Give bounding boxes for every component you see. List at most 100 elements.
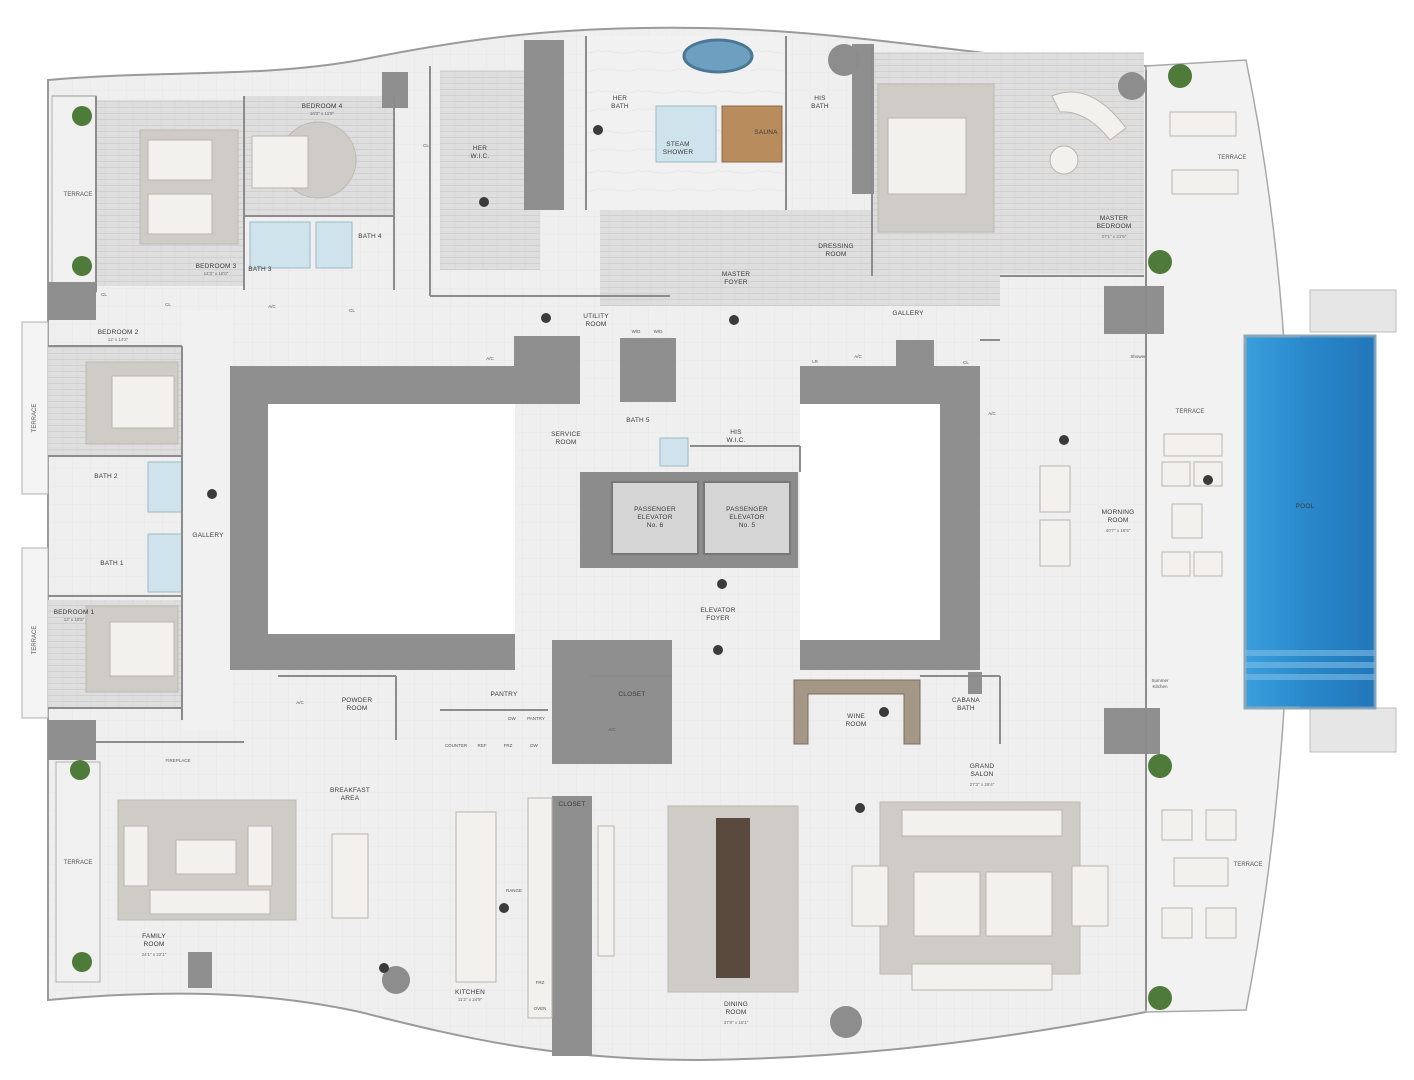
pantry-item-counter: COUNTER	[445, 743, 468, 748]
bedroom2-dim: 12' x 14'2"	[108, 337, 129, 342]
bedroom3-dim: 14'3" x 18'0"	[204, 271, 229, 276]
partitions	[48, 36, 1147, 1010]
bedroom4-label: BEDROOM 4	[302, 103, 343, 110]
gallery-top-label: GALLERY	[892, 310, 924, 317]
terrace-strip-w1	[21, 321, 49, 495]
cl-label-5: CL	[963, 360, 969, 365]
bedroom3-label: BEDROOM 3	[196, 263, 237, 270]
bedroom4-dim: 16'3" x 11'9"	[310, 111, 335, 116]
pool-label: POOL	[1296, 503, 1315, 510]
pantry-item-ref: REF	[478, 743, 487, 748]
cl-label-4: CL	[349, 308, 355, 313]
terrace-label-w2: TERRACE	[32, 626, 38, 655]
master-tub	[682, 38, 754, 74]
terrace-label-ne: TERRACE	[1218, 155, 1247, 161]
terrace-label-nw: TERRACE	[64, 192, 93, 198]
sauna-label: SAUNA	[754, 129, 778, 136]
closet-b-label: CLOSET	[558, 801, 585, 808]
fixture-labels: CL CL CL CL CL A/C A/C A/C A/C A/C A/C W…	[101, 143, 1169, 1011]
sauna-floor	[721, 105, 783, 163]
her-wic-floor	[440, 70, 540, 270]
ac-label-5: A/C	[296, 700, 304, 705]
dining-room-dim: 37'8" x 16'1"	[724, 1020, 749, 1025]
ac-label-6: A/C	[608, 727, 616, 732]
pantry-item-pantry: PANTRY	[527, 716, 545, 721]
terrace-label-sw: TERRACE	[64, 860, 93, 866]
bedroom2-label: BEDROOM 2	[98, 329, 139, 336]
ac-label-4: A/C	[988, 411, 996, 416]
terrace-strip-sw	[55, 761, 101, 983]
bath1-label: BATH 1	[100, 560, 124, 567]
grand-salon-dim: 27'3" x 26'4"	[970, 782, 995, 787]
pantry-item-frz: FRZ	[504, 743, 513, 748]
terrace-label-w1: TERRACE	[32, 404, 38, 433]
people-markers	[207, 125, 1213, 973]
cl-label-1: CL	[423, 143, 429, 148]
terrace-label-se: TERRACE	[1234, 862, 1263, 868]
bath2-shower	[147, 461, 183, 513]
plants	[70, 64, 1192, 1010]
lr-label: LR	[812, 359, 819, 364]
shower-label: Shower	[1130, 354, 1146, 359]
bath4-label: BATH 4	[358, 233, 382, 240]
terrace-labels: TERRACE TERRACE TERRACE TERRACE TERRACE …	[32, 155, 1262, 868]
pool: POOL	[1243, 334, 1377, 710]
pantry-item-dw1: DW	[508, 716, 516, 721]
wd-label-2: W/D	[654, 329, 663, 334]
pool-ledge-top	[1309, 289, 1397, 333]
bath5-shower	[659, 437, 689, 467]
ac-label-2: A/C	[486, 356, 494, 361]
bedroom1-label: BEDROOM 1	[54, 609, 95, 616]
kitchen-label: KITCHEN	[455, 989, 485, 996]
pool-ledge-bottom	[1309, 707, 1397, 753]
morning-room-dim: 40'7" x 16'5"	[1106, 528, 1131, 533]
kitchen-item-oven: OVEN	[534, 1006, 547, 1011]
family-room-dim: 24'1" x 22'1"	[142, 952, 167, 957]
bath1-shower	[147, 533, 183, 593]
pantry-item-dw2: DW	[530, 743, 538, 748]
wd-label-1: W/D	[632, 329, 641, 334]
pantry-label: PANTRY	[491, 691, 518, 698]
ac-label-3: A/C	[854, 354, 862, 359]
elevator-bank	[580, 472, 798, 568]
kitchen-item-frz: FRZ	[536, 980, 545, 985]
gallery-left-label: GALLERY	[192, 532, 224, 539]
range-label: RANGE	[506, 888, 522, 893]
master-bedroom-dim: 27'1" x 21'5"	[1102, 234, 1127, 239]
closet-a-label: CLOSET	[618, 691, 645, 698]
cl-label-2: CL	[101, 292, 107, 297]
bath5-label: BATH 5	[626, 417, 650, 424]
bath3-label: BATH 3	[248, 266, 272, 273]
ac-label-1: A/C	[268, 304, 276, 309]
bath4-shower	[315, 221, 353, 269]
cl-label-3: CL	[165, 302, 171, 307]
core-walls	[48, 40, 1164, 1056]
kitchen-dim: 11'2" x 24'9"	[458, 997, 483, 1002]
furniture	[85, 44, 1239, 1038]
gallery-left-floor	[182, 310, 232, 730]
steam-shower-glass	[655, 105, 717, 163]
fireplace-label: FIREPLACE	[165, 758, 190, 763]
